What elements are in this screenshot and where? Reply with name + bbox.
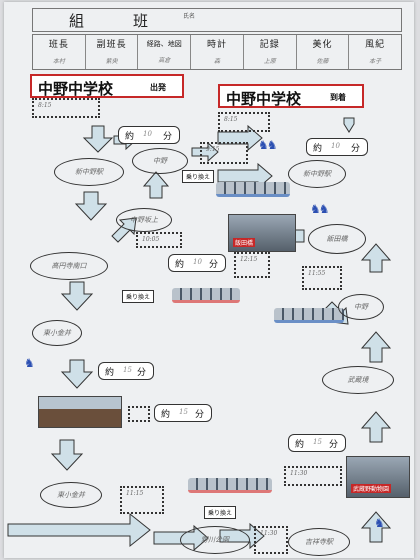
station-ellipse-4: 東小金井 <box>40 482 102 508</box>
zoo-photo: 武蔵野動物園 <box>346 456 410 498</box>
name-label: 氏名 <box>183 13 196 20</box>
station-photo-2 <box>38 396 122 428</box>
station-ellipse-b: 中野坂上 <box>116 208 172 232</box>
station-photo-1: 飯田橋 <box>228 214 296 252</box>
start-school-box: 中野中学校 出発 <box>30 74 184 98</box>
train-image <box>216 182 290 197</box>
time-box-4: 11:15 <box>120 486 164 514</box>
train-image <box>274 308 344 323</box>
arrive-time-box: 8:15 <box>218 112 270 132</box>
station-ellipse-r4: 武蔵境 <box>322 366 394 394</box>
worksheet: 組 班 氏名 班長本村 副班長紫央 経路、地図高倉 時計森 記録上原 美化佐藤 … <box>4 2 414 558</box>
role-subleader: 副班長紫央 <box>86 35 139 69</box>
station-ellipse-r2: 飯田橋 <box>308 224 366 254</box>
train-image <box>172 288 240 303</box>
class-group-row: 組 班 氏名 <box>32 8 402 32</box>
role-clock: 時計森 <box>191 35 244 69</box>
station-ellipse-5: 野川公園 <box>180 526 250 554</box>
end-school-box: 中野中学校 到着 <box>218 84 364 108</box>
time-box-5: 11:30 <box>254 526 288 554</box>
role-route-map: 経路、地図高倉 <box>138 35 192 69</box>
role-discipline: 風紀本子 <box>365 40 386 65</box>
station-ellipse-3: 東小金井 <box>32 320 82 346</box>
transfer-label-2: 乗り換え <box>122 290 155 303</box>
station-ellipse-a: 中野 <box>132 148 188 174</box>
train-image <box>188 478 272 493</box>
time-box-c: 10:05 <box>136 232 182 248</box>
role-record: 記録上原 <box>244 35 297 69</box>
time-box-b: 12:15 <box>234 252 270 278</box>
stamp-icon: ♞ <box>374 516 385 530</box>
role-beautify: 美化佐藤 <box>297 35 350 69</box>
station-ellipse-r3: 中野 <box>338 294 384 320</box>
class-label: 組 <box>69 12 85 30</box>
station-ellipse-2: 高円寺南口 <box>30 252 108 280</box>
transfer-label-1: 乗り換え <box>182 170 215 183</box>
time-box-r2: 11:55 <box>302 266 342 290</box>
start-time-box: 8:15 <box>32 98 100 118</box>
transfer-label-3: 乗り換え <box>204 506 237 519</box>
time-box-a: 9:15 <box>200 142 248 164</box>
role-leader: 班長本村 <box>33 35 86 69</box>
group-label: 班 <box>133 12 149 30</box>
stamp-icon: ♞♞ <box>310 202 329 216</box>
stamp-icon: ♞♞ <box>258 138 277 152</box>
roles-table: 班長本村 副班長紫央 経路、地図高倉 時計森 記録上原 美化佐藤 風紀本子 <box>32 34 402 70</box>
group-header: 組 班 氏名 班長本村 副班長紫央 経路、地図高倉 時計森 記録上原 美化佐藤 … <box>32 8 402 70</box>
station-ellipse-r5: 吉祥寺駅 <box>288 528 350 556</box>
stamp-icon: ♞ <box>24 356 35 370</box>
station-ellipse-r1: 新中野駅 <box>288 160 346 188</box>
time-box-r5: 11:30 <box>284 466 342 486</box>
time-box-small <box>128 406 150 422</box>
station-ellipse-1: 新中野駅 <box>54 158 124 186</box>
